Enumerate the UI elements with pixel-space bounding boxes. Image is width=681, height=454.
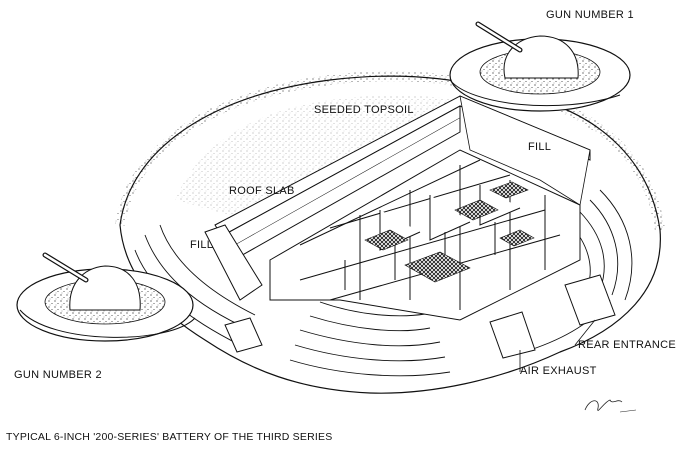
topsoil-surface: [175, 95, 500, 215]
leader-lines: [519, 319, 596, 372]
fill-upper: [459, 95, 591, 206]
gun-emplacement-1: [449, 21, 631, 112]
label-roof-slab: ROOF SLAB: [229, 185, 295, 197]
label-fill-left: FILL: [190, 239, 214, 251]
label-fill-upper: FILL: [528, 141, 552, 153]
label-seeded-topsoil: SEEDED TOPSOIL: [314, 104, 414, 116]
rear-structures: [224, 274, 616, 359]
label-gun-number-1: GUN NUMBER 1: [546, 9, 634, 21]
gun-emplacement-2: [16, 252, 196, 342]
label-gun-number-2: GUN NUMBER 2: [14, 369, 102, 381]
diagram-caption: TYPICAL 6-INCH '200-SERIES' BATTERY OF T…: [6, 431, 333, 443]
label-air-exhaust: AIR EXHAUST: [520, 365, 597, 377]
fill-left: [204, 224, 263, 301]
label-rear-entrance: REAR ENTRANCE: [578, 339, 677, 351]
